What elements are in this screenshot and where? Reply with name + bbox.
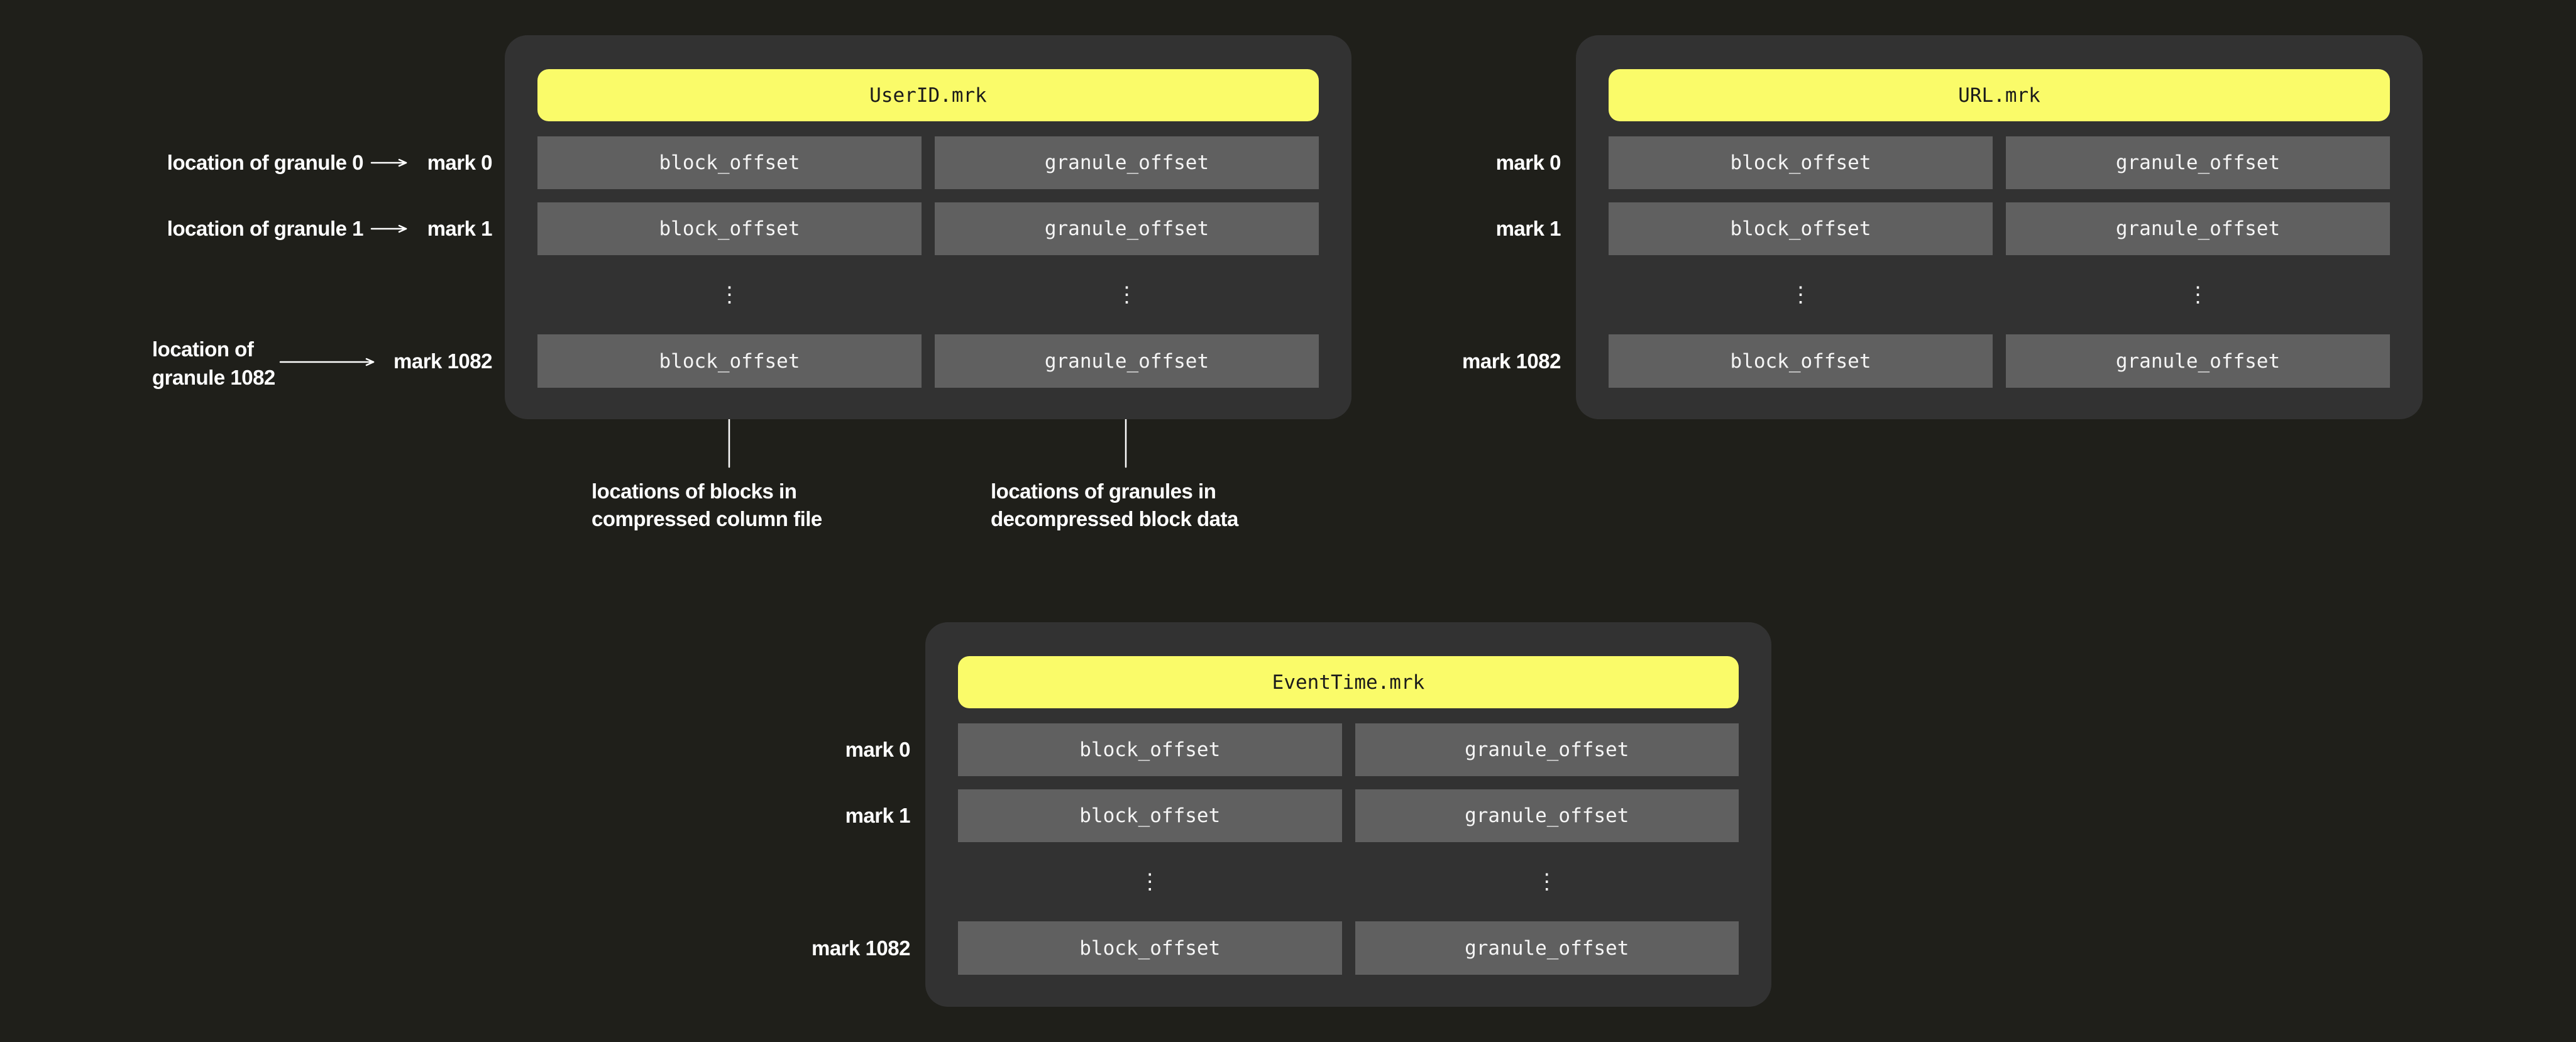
granule-offset-cell: granule_offset <box>1355 723 1739 776</box>
mark-label: mark 1 <box>845 804 911 827</box>
blocks-location-callout: locations of blocks in compressed column… <box>592 478 822 533</box>
callout-line: locations of blocks in <box>592 480 797 503</box>
mark-row: block_offset granule_offset <box>958 723 1739 776</box>
granule-location-callout: location of granule 0 <box>167 151 364 174</box>
callout-line: granule 1082 <box>152 366 275 389</box>
granule-location-callout: location of granule 1 <box>167 217 364 240</box>
granule-offset-cell: granule_offset <box>2006 136 2390 189</box>
panel-userid-mrk: UserID.mrk block_offset granule_offset b… <box>505 35 1351 419</box>
granule-offset-cell: granule_offset <box>1355 789 1739 842</box>
block-offset-cell: block_offset <box>1609 334 1993 388</box>
granule-location-callout: location of granule 1082 <box>152 335 275 392</box>
callout-line: location of <box>152 337 254 361</box>
mark-file-title: URL.mrk <box>1609 69 2390 121</box>
block-offset-cell: block_offset <box>1609 136 1993 189</box>
granule-offset-cell: granule_offset <box>1355 921 1739 975</box>
ellipsis: ⋮ <box>2187 282 2209 307</box>
mark-row: block_offset granule_offset <box>1609 334 2390 388</box>
mark-row: block_offset granule_offset <box>958 789 1739 842</box>
mark-label: mark 0 <box>427 151 493 174</box>
granule-offset-cell: granule_offset <box>935 136 1319 189</box>
mark-label: mark 1 <box>1495 217 1561 240</box>
granules-location-callout: locations of granules in decompressed bl… <box>991 478 1238 533</box>
panel-url-mrk: URL.mrk block_offset granule_offset bloc… <box>1576 35 2423 419</box>
mark-row: block_offset granule_offset <box>537 334 1319 388</box>
block-offset-cell: block_offset <box>537 334 922 388</box>
granule-offset-cell: granule_offset <box>2006 334 2390 388</box>
callout-line: locations of granules in <box>991 480 1216 503</box>
block-offset-cell: block_offset <box>537 136 922 189</box>
mark-row: block_offset granule_offset <box>537 136 1319 189</box>
ellipsis: ⋮ <box>1116 282 1138 307</box>
mark-file-title: UserID.mrk <box>537 69 1319 121</box>
ellipsis: ⋮ <box>1790 282 1812 307</box>
ellipsis-row: ⋮ ⋮ <box>958 842 1739 921</box>
callout-line: decompressed block data <box>991 507 1238 530</box>
ellipsis: ⋮ <box>1139 869 1161 894</box>
mark-label: mark 1 <box>427 217 493 240</box>
block-offset-cell: block_offset <box>537 202 922 255</box>
granule-offset-cell: granule_offset <box>935 334 1319 388</box>
mark-label: mark 1082 <box>394 349 492 373</box>
panel-eventtime-mrk: EventTime.mrk block_offset granule_offse… <box>925 622 1771 1007</box>
mark-label: mark 1082 <box>1462 349 1561 373</box>
mark-label: mark 1082 <box>812 936 910 960</box>
mark-row: block_offset granule_offset <box>958 921 1739 975</box>
mark-file-title: EventTime.mrk <box>958 656 1739 708</box>
ellipsis: ⋮ <box>718 282 740 307</box>
block-offset-cell: block_offset <box>958 723 1342 776</box>
mark-row: block_offset granule_offset <box>1609 136 2390 189</box>
mark-label: mark 0 <box>845 738 911 761</box>
block-offset-cell: block_offset <box>1609 202 1993 255</box>
granule-offset-cell: granule_offset <box>935 202 1319 255</box>
ellipsis-row: ⋮ ⋮ <box>537 255 1319 334</box>
ellipsis: ⋮ <box>1536 869 1558 894</box>
mark-row: block_offset granule_offset <box>1609 202 2390 255</box>
block-offset-cell: block_offset <box>958 921 1342 975</box>
block-offset-cell: block_offset <box>958 789 1342 842</box>
granule-offset-cell: granule_offset <box>2006 202 2390 255</box>
callout-line: compressed column file <box>592 507 822 530</box>
ellipsis-row: ⋮ ⋮ <box>1609 255 2390 334</box>
mark-label: mark 0 <box>1495 151 1561 174</box>
mark-row: block_offset granule_offset <box>537 202 1319 255</box>
